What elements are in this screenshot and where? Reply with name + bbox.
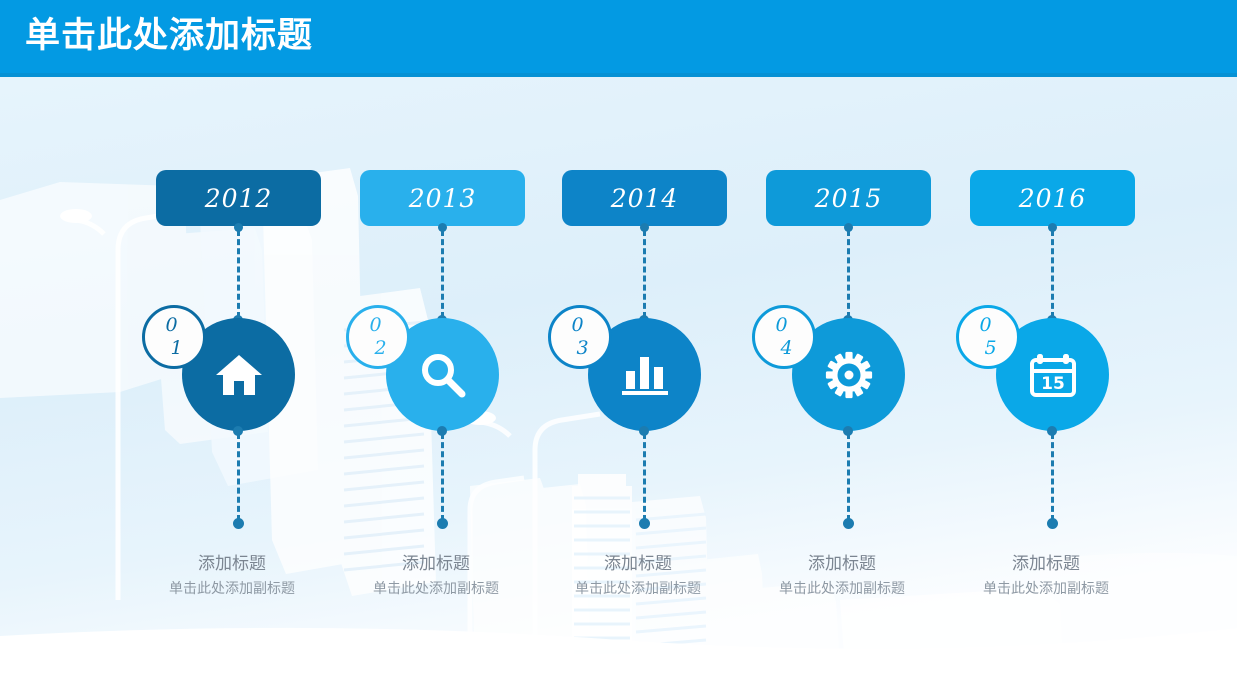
connector-line-upper [441, 230, 444, 318]
page-title: 单击此处添加标题 [25, 16, 314, 56]
caption-title: 添加标题 [808, 554, 876, 574]
search-icon [419, 351, 467, 399]
gear-icon [825, 351, 873, 399]
connector-dot-end [843, 518, 854, 529]
caption-subtitle: 单击此处添加副标题 [373, 581, 499, 597]
calendar-icon: 15 [1029, 352, 1077, 398]
connector-line-lower [1051, 433, 1054, 521]
step-number-top: 0 [571, 314, 584, 336]
caption-title: 添加标题 [1012, 554, 1080, 574]
connector-line-lower [847, 433, 850, 521]
connector-line-lower [643, 433, 646, 521]
connector-dot-end [233, 518, 244, 529]
connector-dot-circle-bottom [639, 426, 649, 436]
step-number-bottom: 5 [984, 337, 997, 359]
year-chip-2012[interactable]: 2012 [156, 170, 321, 226]
connector-line-lower [237, 433, 240, 521]
connector-dot-top [438, 223, 447, 232]
caption-subtitle: 单击此处添加副标题 [983, 581, 1109, 597]
connector-dot-top [234, 223, 243, 232]
step-number-top: 0 [775, 314, 788, 336]
year-chip-2014[interactable]: 2014 [562, 170, 727, 226]
step-number-top: 0 [979, 314, 992, 336]
caption-title: 添加标题 [402, 554, 470, 574]
connector-dot-end [437, 518, 448, 529]
year-label: 2012 [204, 183, 273, 213]
connector-dot-end [1047, 518, 1058, 529]
connector-dot-circle-bottom [233, 426, 243, 436]
connector-dot-top [844, 223, 853, 232]
caption-subtitle: 单击此处添加副标题 [169, 581, 295, 597]
connector-line-lower [441, 433, 444, 521]
connector-line-upper [237, 230, 240, 318]
connector-dot-end [639, 518, 650, 529]
year-label: 2016 [1018, 183, 1087, 213]
caption-subtitle: 单击此处添加副标题 [575, 581, 701, 597]
header-bar [0, 0, 1237, 77]
step-number-top: 0 [369, 314, 382, 336]
step-number-top: 0 [165, 314, 178, 336]
connector-dot-circle-bottom [437, 426, 447, 436]
caption-title: 添加标题 [604, 554, 672, 574]
step-number-bottom: 1 [170, 337, 183, 359]
connector-dot-circle-bottom [1047, 426, 1057, 436]
connector-line-upper [1051, 230, 1054, 318]
year-label: 2013 [408, 183, 477, 213]
home-icon [215, 353, 263, 397]
svg-text:15: 15 [1041, 374, 1065, 394]
step-number-bottom: 4 [780, 337, 793, 359]
bar-chart-icon [621, 353, 668, 397]
year-label: 2014 [610, 183, 679, 213]
connector-dot-top [1048, 223, 1057, 232]
caption-subtitle: 单击此处添加副标题 [779, 581, 905, 597]
step-number-bottom: 2 [374, 337, 387, 359]
year-chip-2016[interactable]: 2016 [970, 170, 1135, 226]
caption-title: 添加标题 [198, 554, 266, 574]
connector-line-upper [847, 230, 850, 318]
year-chip-2013[interactable]: 2013 [360, 170, 525, 226]
connector-dot-circle-bottom [843, 426, 853, 436]
year-label: 2015 [814, 183, 883, 213]
step-number-bottom: 3 [576, 337, 589, 359]
connector-dot-top [640, 223, 649, 232]
year-chip-2015[interactable]: 2015 [766, 170, 931, 226]
connector-line-upper [643, 230, 646, 318]
